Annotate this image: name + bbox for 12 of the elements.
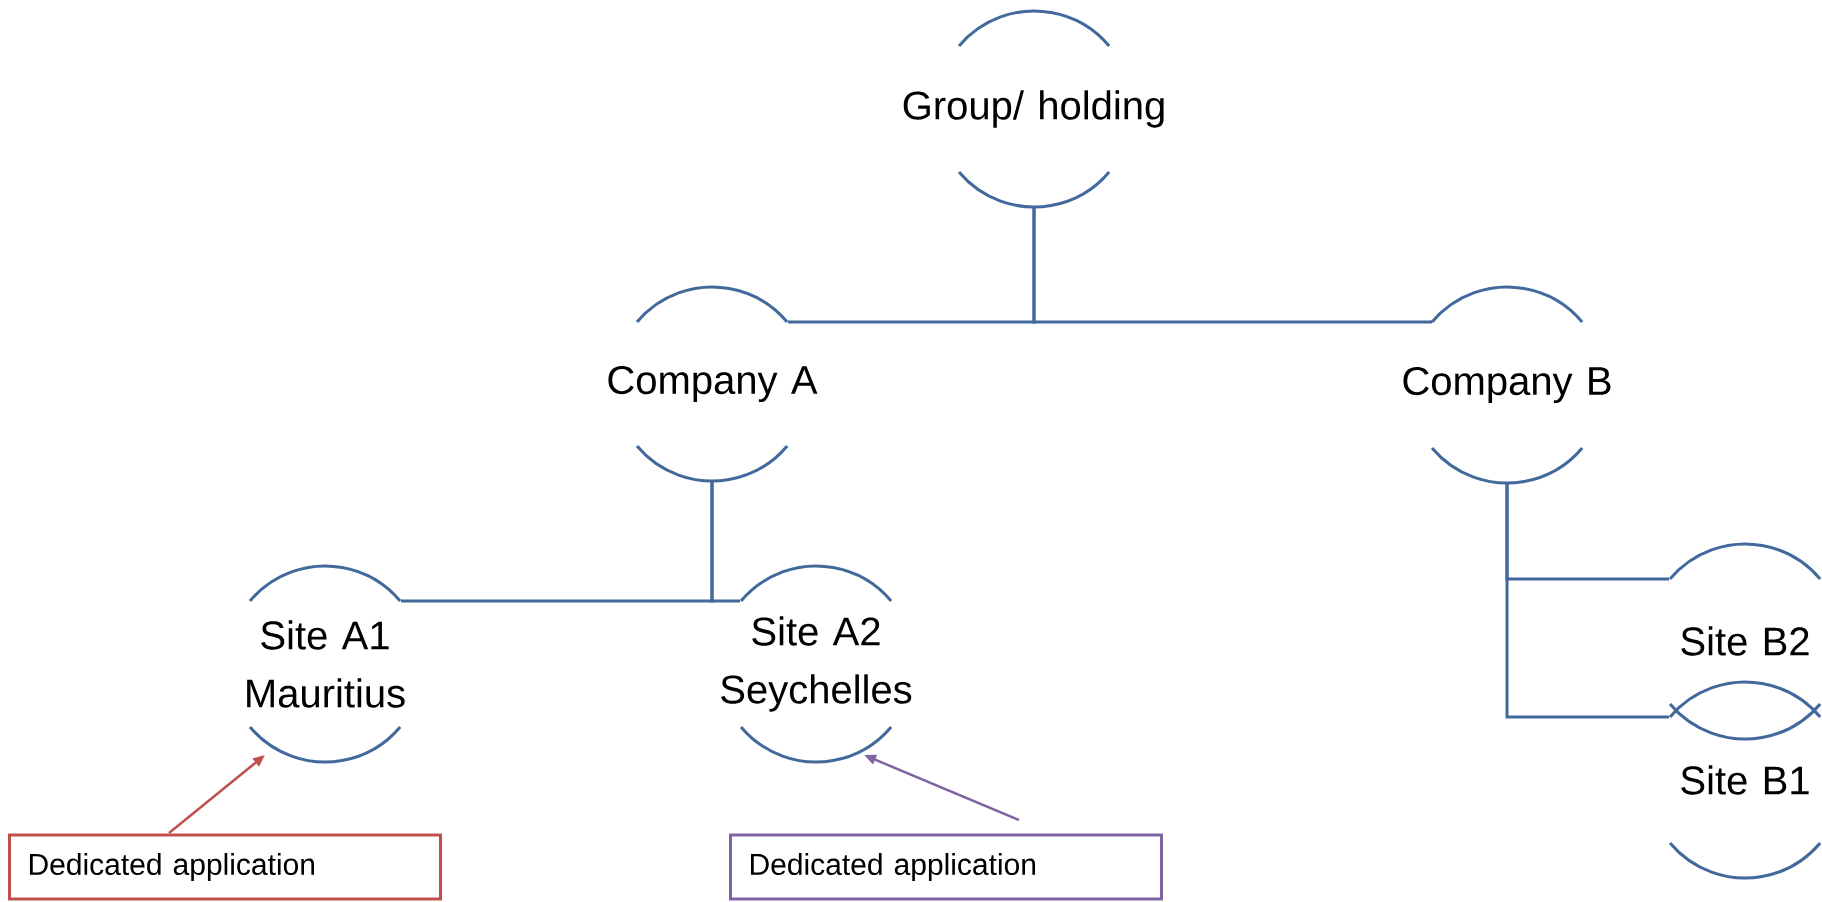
bracket-node: Company A — [608, 285, 818, 483]
bracket-node: Site B1 — [1668, 680, 1822, 880]
callout-box: Dedicated application — [729, 833, 1163, 901]
bracket-node: Site B2 — [1668, 542, 1822, 741]
connector-line — [1032, 207, 1432, 324]
callout-box: Dedicated application — [8, 833, 442, 901]
connector-line — [710, 481, 740, 603]
connector-line — [1505, 482, 1669, 719]
bracket-node: Site A2 Seychelles — [721, 564, 912, 764]
bracket-node: Group/ holding — [903, 9, 1164, 209]
bracket-node: Site A1 Mauritius — [247, 564, 405, 764]
bracket-node: Company B — [1403, 285, 1611, 485]
